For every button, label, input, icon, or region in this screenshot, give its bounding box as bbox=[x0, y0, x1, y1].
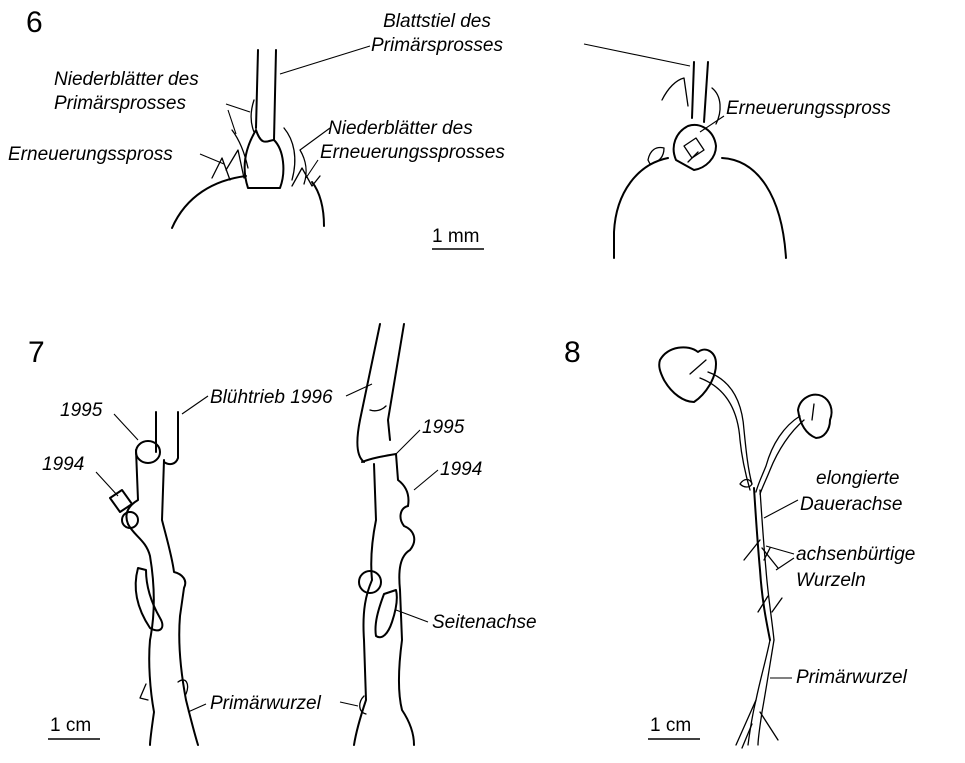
leader-primaerwurzel-7-left bbox=[188, 704, 206, 712]
label-1994-left: 1994 bbox=[42, 454, 84, 475]
label-niederblaetter-erneuerung-line1: Niederblätter des bbox=[328, 118, 473, 139]
scale-leaf-d bbox=[300, 150, 306, 184]
side-axis-right-7 bbox=[375, 590, 396, 637]
label-erneuerungsspross-left: Erneuerungsspross bbox=[8, 144, 173, 165]
drawing-6-right bbox=[614, 62, 786, 258]
stalk-detail-right bbox=[370, 406, 386, 411]
tuber-outline-left-6 bbox=[172, 176, 246, 228]
scale-label-6: 1 mm bbox=[432, 226, 480, 247]
label-niederblaetter-erneuerung-line2: Erneuerungssprosses bbox=[320, 142, 505, 163]
panel-6: 6 Bl bbox=[8, 6, 891, 258]
node-bud-8 bbox=[740, 480, 752, 488]
leader-bluehtrieb-right bbox=[346, 384, 372, 396]
leader-primaerwurzel-7-right bbox=[340, 702, 358, 706]
root-nub-left-7 bbox=[140, 684, 148, 700]
axis-left-outline-c bbox=[128, 524, 154, 745]
label-1994-right: 1994 bbox=[440, 459, 482, 480]
label-achsenbuertige-line1: achsenbürtige bbox=[796, 544, 915, 565]
scale-label-8: 1 cm bbox=[650, 715, 691, 736]
petiole-1b-8 bbox=[700, 378, 750, 490]
label-elongierte-line1: elongierte bbox=[816, 468, 899, 489]
tuber-outline-right-6 bbox=[312, 182, 324, 226]
panel-number-7: 7 bbox=[28, 336, 45, 369]
axis-right-outline-a bbox=[354, 464, 376, 745]
drawing-7-right bbox=[354, 324, 414, 745]
leaf-2-8 bbox=[798, 395, 832, 438]
tuber-outline-right-6b bbox=[722, 158, 786, 258]
flower-stalk-right-a bbox=[357, 324, 380, 462]
label-erneuerungsspross-right: Erneuerungsspross bbox=[726, 98, 891, 119]
label-niederblaetter-primaer-line1: Niederblätter des bbox=[54, 69, 199, 90]
scale-label-7: 1 cm bbox=[50, 715, 91, 736]
leaf-2-vein bbox=[812, 404, 814, 420]
drawing-7-left bbox=[110, 412, 198, 745]
label-blattstiel-line2: Primärsprosses bbox=[371, 35, 503, 56]
scar-1995-right bbox=[362, 454, 409, 506]
label-seitenachse: Seitenachse bbox=[432, 612, 537, 633]
panel-8: 8 bbox=[564, 336, 915, 748]
label-1995-left: 1995 bbox=[60, 400, 103, 421]
scale-leaf-c bbox=[284, 128, 295, 180]
scale-leaf-h bbox=[712, 88, 720, 124]
leader-erneuerung-left bbox=[200, 154, 224, 164]
leader-achsen-b bbox=[776, 558, 794, 570]
root-branch-2 bbox=[760, 712, 778, 740]
label-bluehtrieb-1996: Blühtrieb 1996 bbox=[210, 387, 333, 408]
axis-right-outline-b bbox=[399, 506, 414, 745]
leader-1994-left bbox=[96, 472, 118, 496]
scale-leaf-g bbox=[662, 78, 688, 106]
renewal-bud-6 bbox=[245, 130, 284, 188]
petiole-line-d bbox=[704, 62, 708, 122]
bud-right-7 bbox=[359, 571, 381, 593]
leader-elongierte bbox=[764, 500, 798, 518]
leaf-1-vein bbox=[690, 360, 706, 374]
renewal-bud-6b bbox=[674, 125, 716, 170]
elongated-axis-8b bbox=[760, 490, 774, 640]
leaf-1-8 bbox=[659, 347, 716, 402]
side-axis-left-7 bbox=[136, 568, 163, 630]
leader-achsen-a bbox=[766, 546, 794, 554]
petiole-line-c bbox=[692, 62, 694, 118]
leader-bluehtrieb-left bbox=[182, 396, 208, 414]
leader-blattstiel-right bbox=[584, 44, 690, 66]
adv-root-5 bbox=[772, 598, 782, 612]
leader-1995-left bbox=[114, 414, 138, 440]
panel-number-6: 6 bbox=[26, 6, 43, 39]
bud-detail-a bbox=[684, 138, 704, 158]
panel-number-8: 8 bbox=[564, 336, 581, 369]
scale-leaf-b bbox=[251, 100, 254, 132]
left-renewal-shoot-6 bbox=[226, 150, 244, 178]
axis-left-outline-b bbox=[162, 460, 198, 745]
leader-nieder-primaer-a bbox=[226, 104, 250, 112]
leader-1994-right bbox=[414, 470, 438, 490]
tuber-outline-left-6b bbox=[614, 158, 668, 258]
label-elongierte-line2: Dauerachse bbox=[800, 494, 902, 515]
leader-blattstiel-left bbox=[280, 46, 370, 74]
petiole-line-a bbox=[256, 50, 258, 128]
label-primaerwurzel-7: Primärwurzel bbox=[210, 693, 322, 714]
petiole-line-b bbox=[274, 50, 276, 140]
label-niederblaetter-primaer-line2: Primärsprosses bbox=[54, 93, 186, 114]
scale-leaf-i bbox=[648, 148, 664, 165]
panel-7: 7 Blühtrieb 1996 bbox=[28, 324, 537, 745]
petiole-1-8 bbox=[708, 372, 752, 484]
flower-stalk-right-b bbox=[388, 324, 404, 440]
leader-1995-right bbox=[396, 430, 420, 454]
label-blattstiel-line1: Blattstiel des bbox=[383, 11, 491, 32]
leader-nieder-erneuerung-b bbox=[306, 160, 318, 178]
flower-stalk-b bbox=[164, 412, 178, 464]
label-1995-right: 1995 bbox=[422, 417, 465, 438]
petiole-2b-8 bbox=[760, 420, 804, 494]
label-achsenbuertige-line2: Wurzeln bbox=[796, 570, 866, 591]
label-primaerwurzel-8: Primärwurzel bbox=[796, 667, 908, 688]
